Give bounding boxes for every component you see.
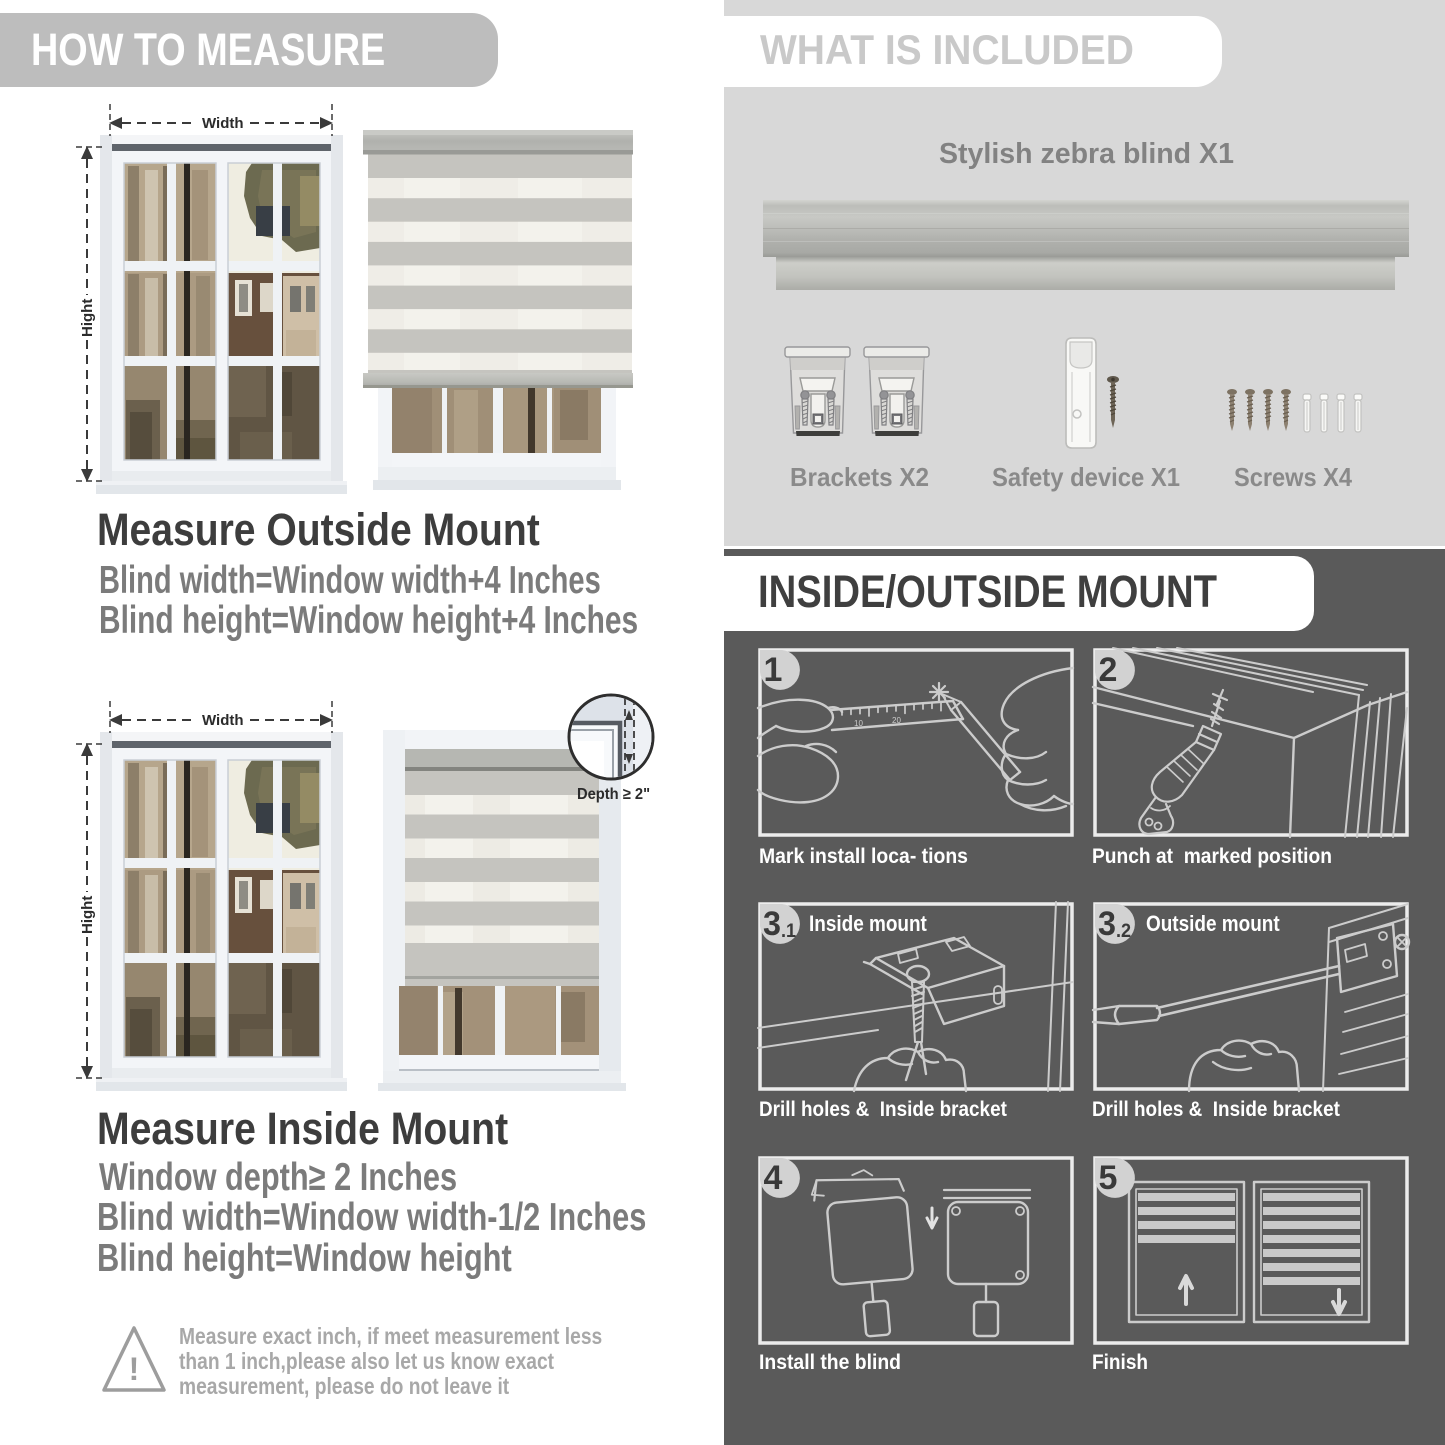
svg-text:1: 1 bbox=[764, 651, 783, 689]
svg-text:10: 10 bbox=[854, 719, 863, 728]
svg-text:5: 5 bbox=[1099, 1159, 1118, 1197]
svg-text:3.2: 3.2 bbox=[1098, 905, 1131, 943]
svg-text:4: 4 bbox=[764, 1159, 783, 1197]
svg-text:!: ! bbox=[129, 1351, 140, 1387]
svg-text:Outside mount: Outside mount bbox=[1146, 912, 1280, 937]
svg-text:2: 2 bbox=[1099, 651, 1118, 689]
svg-text:20: 20 bbox=[892, 716, 901, 725]
svg-text:Inside mount: Inside mount bbox=[809, 912, 927, 937]
svg-text:Depth ≥ 2": Depth ≥ 2" bbox=[577, 785, 650, 803]
